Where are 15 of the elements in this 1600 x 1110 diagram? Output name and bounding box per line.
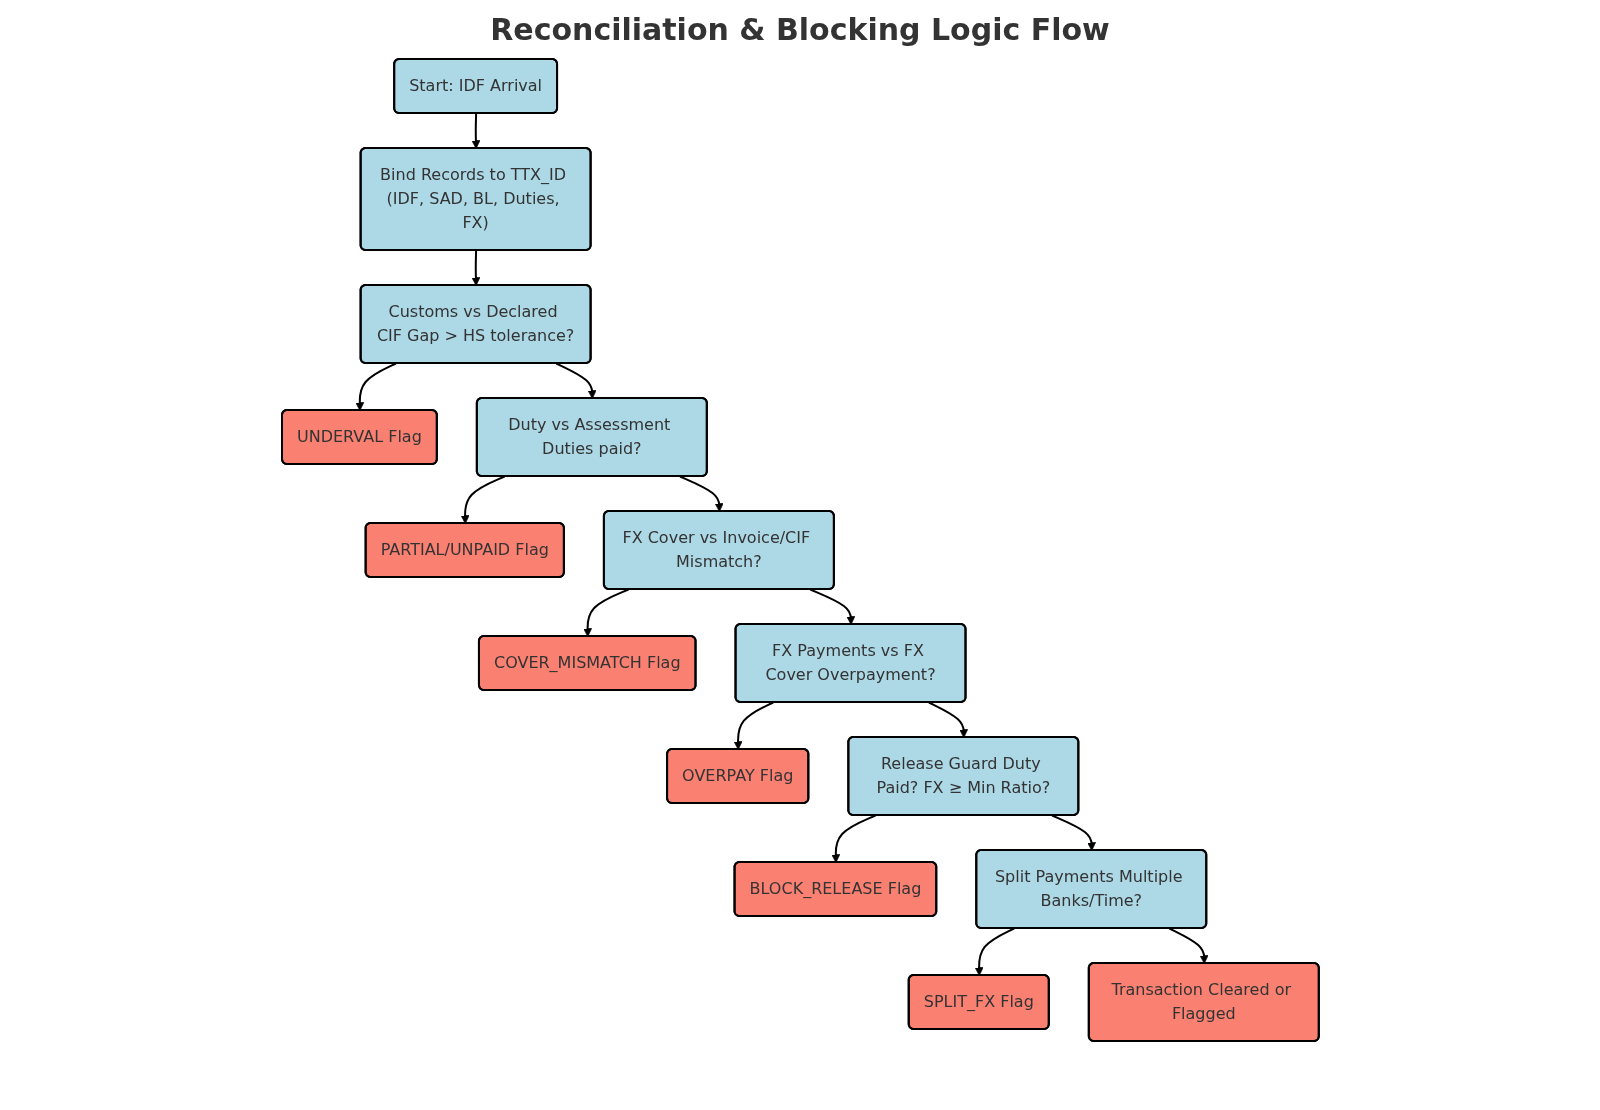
arrow (471, 112, 480, 149)
arrow (1168, 927, 1209, 964)
arrow (1050, 814, 1096, 851)
arrow (808, 588, 855, 625)
diagram-title: Reconciliation & Blocking Logic Flow (489, 12, 1111, 47)
arrow (678, 475, 724, 512)
arrow (974, 927, 1015, 976)
arrow (355, 362, 397, 411)
arrow (460, 475, 506, 524)
arrow (582, 588, 630, 637)
arrow (733, 701, 774, 750)
arrow (471, 249, 480, 286)
arrow (831, 814, 877, 863)
arrow (927, 701, 968, 738)
arrow (554, 362, 597, 399)
